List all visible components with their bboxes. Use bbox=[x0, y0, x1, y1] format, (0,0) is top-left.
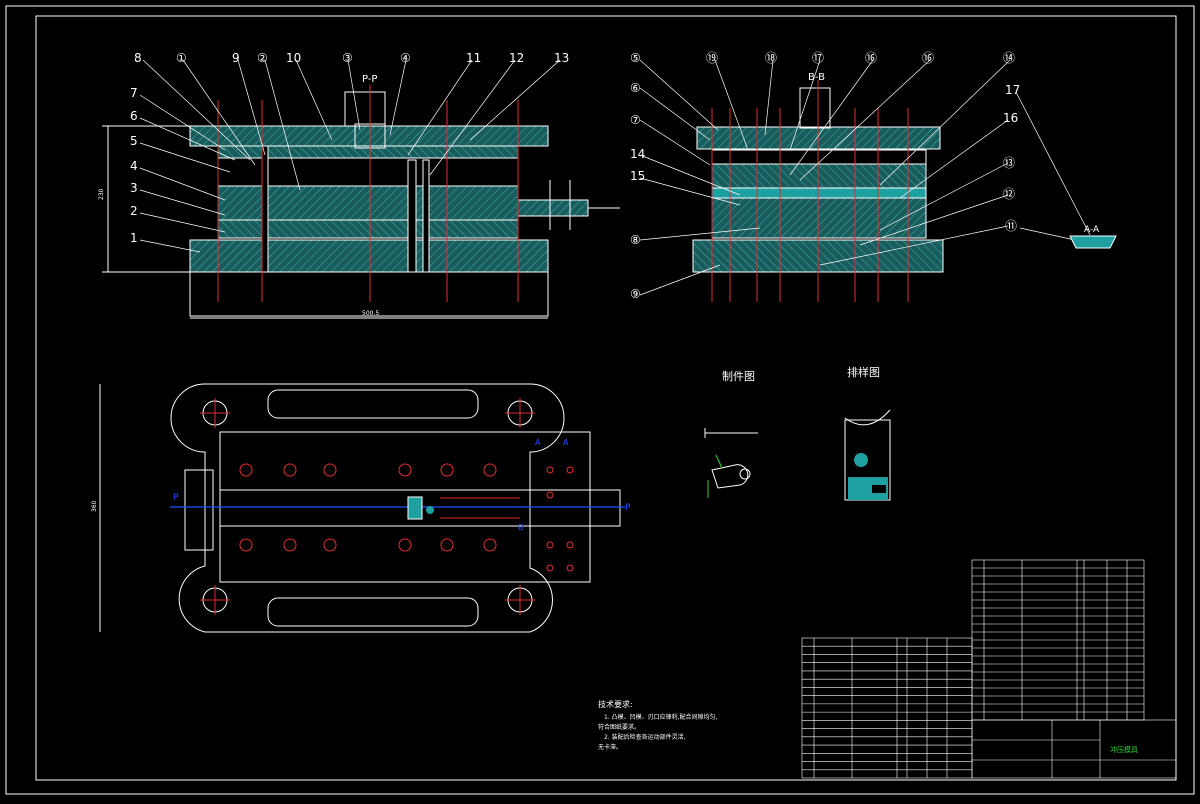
front-callout-1: ① bbox=[176, 51, 187, 65]
plan-view: 360 P P A A B bbox=[91, 383, 631, 633]
plan-height-dim: 360 bbox=[91, 500, 98, 512]
inner-border bbox=[35, 15, 1177, 781]
tech-req-line-3: 2. 装配后检查各运动部件灵活, bbox=[604, 733, 686, 741]
side-callout-14: ⑭ bbox=[1003, 51, 1015, 65]
side-callout-8: ⑧ bbox=[630, 233, 641, 247]
front-callout-2b: 2 bbox=[130, 204, 138, 218]
side-callout-13: ⑬ bbox=[1003, 156, 1015, 170]
plan-marker-a1: A bbox=[535, 438, 541, 447]
section-label-pp: P-P bbox=[362, 74, 377, 85]
plan-marker-b: B bbox=[518, 523, 524, 532]
plan-marker-a2: A bbox=[563, 438, 569, 447]
strip-layout-title: 排样图 bbox=[847, 365, 880, 379]
plan-marker-p-left: P bbox=[173, 493, 179, 503]
aa-callout-11: ⑪ bbox=[1005, 219, 1017, 233]
side-callout-9: ⑨ bbox=[630, 287, 641, 301]
front-callout-8: 8 bbox=[134, 51, 142, 65]
tech-req-line-2: 符合图纸要求。 bbox=[598, 723, 640, 731]
side-callout-16r: 16 bbox=[1003, 111, 1018, 125]
section-label-bb: B-B bbox=[808, 72, 825, 83]
front-callout-9: 9 bbox=[232, 51, 240, 65]
side-section-view: B-B ⑤ ⑲ ⑱ ⑰ ⑯ ⑯ ⑭ ⑥ ⑦ 14 15 bbox=[630, 51, 1018, 302]
front-callout-4b: 4 bbox=[130, 159, 138, 173]
front-callout-1b: 1 bbox=[130, 231, 138, 245]
front-callout-10: 10 bbox=[286, 51, 301, 65]
front-callout-7: 7 bbox=[130, 86, 138, 100]
side-callout-16a: ⑯ bbox=[865, 51, 877, 65]
side-callout-12: ⑫ bbox=[1003, 187, 1015, 201]
front-callout-3: ③ bbox=[342, 51, 353, 65]
section-label-aa: A-A bbox=[1084, 225, 1100, 235]
front-callout-3b: 3 bbox=[130, 181, 138, 195]
side-callout-7: ⑦ bbox=[630, 113, 641, 127]
tech-req-line-1: 1. 凸模、凹模、刃口应锋利,配合间隙均匀, bbox=[604, 713, 718, 721]
side-callout-16b: ⑯ bbox=[922, 51, 934, 65]
side-callout-18: ⑱ bbox=[765, 51, 777, 65]
technical-requirements: 技术要求: 1. 凸模、凹模、刃口应锋利,配合间隙均匀, 符合图纸要求。 2. … bbox=[598, 699, 718, 751]
front-height-dim: 230 bbox=[98, 188, 105, 200]
side-callout-6: ⑥ bbox=[630, 81, 641, 95]
front-callout-2: ② bbox=[257, 51, 268, 65]
front-width-dim: 500.5 bbox=[362, 310, 379, 317]
side-callout-15: 15 bbox=[630, 169, 645, 183]
strip-layout bbox=[844, 409, 891, 501]
side-callout-17: ⑰ bbox=[812, 51, 824, 65]
bill-of-materials bbox=[801, 559, 1177, 779]
tech-req-title: 技术要求: bbox=[598, 699, 633, 709]
side-callout-14l: 14 bbox=[630, 147, 645, 161]
front-callout-13: 13 bbox=[554, 51, 569, 65]
front-callout-6: 6 bbox=[130, 109, 138, 123]
side-callout-19: ⑲ bbox=[706, 51, 718, 65]
title-block-name: 冲压模具 bbox=[1110, 745, 1138, 754]
part-drawing bbox=[704, 428, 758, 498]
part-drawing-title: 制件图 bbox=[722, 370, 755, 383]
front-callout-4: ④ bbox=[400, 51, 411, 65]
tech-req-line-4: 无卡滞。 bbox=[598, 743, 622, 751]
aa-callout-17: 17 bbox=[1005, 83, 1020, 97]
side-callout-5: ⑤ bbox=[630, 51, 641, 65]
plan-marker-p-right: P bbox=[625, 503, 631, 513]
front-callout-5: 5 bbox=[130, 134, 138, 148]
outer-border bbox=[5, 5, 1195, 795]
front-section-view: 230 500.5 P-P 8 ① 9 ② 10 bbox=[98, 51, 620, 319]
section-aa-detail: 17 ⑪ A-A bbox=[1005, 83, 1117, 249]
front-callout-11: 11 bbox=[466, 51, 481, 65]
front-callout-12: 12 bbox=[509, 51, 524, 65]
